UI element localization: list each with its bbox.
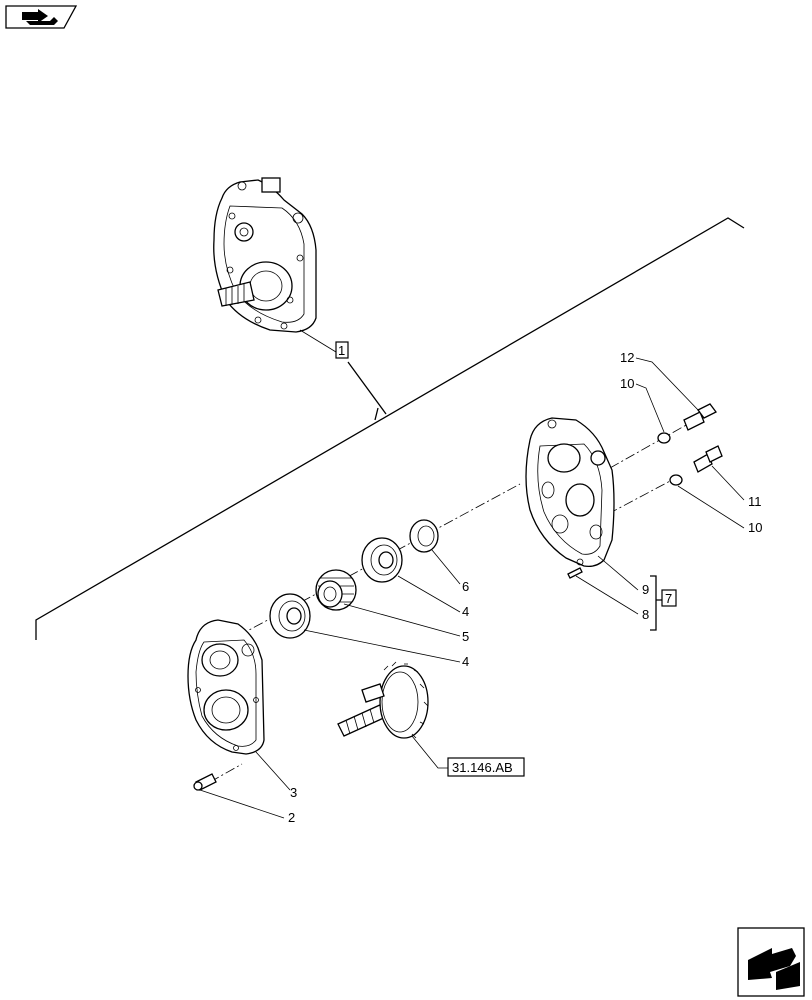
washer-upper [657,432,671,444]
pinion-gear [315,569,357,611]
callout-5: 5 [462,629,469,644]
leader-ref [411,735,448,769]
callout-8: 8 [642,607,649,622]
leader-1-bracket [347,361,387,415]
callout-1: 1 [338,343,345,358]
dowel-pin [567,567,583,579]
leader-10a [635,383,665,433]
leader-4a [397,575,461,613]
bracket-7 [650,575,662,631]
bolt-lower [693,445,723,473]
leader-8 [575,575,639,615]
nav-forward-icon[interactable] [737,927,805,997]
lower-bolt-axis [607,479,673,515]
leader-10b [677,485,745,529]
callout-9: 9 [642,582,649,597]
callout-10a: 10 [620,376,634,391]
leader-1 [299,329,337,353]
ref-box[interactable] [447,757,525,777]
screw [193,773,217,791]
center-axis [237,483,521,637]
callout-3: 3 [290,785,297,800]
leader-9 [597,555,639,591]
callout-4a: 4 [462,604,469,619]
leader-6 [431,549,461,585]
callout-10b: 10 [748,520,762,535]
ref-link[interactable]: 31.146.AB [452,760,513,775]
leader-11 [711,465,745,501]
assembly-bracket-line [35,217,745,640]
left-housing-cover [187,619,265,755]
bolt-upper [683,403,717,431]
callout-11: 11 [748,494,762,509]
assembled-gearbox [213,177,317,333]
callout-12: 12 [620,350,634,365]
leader-4b [303,629,461,663]
callout-box-7 [661,589,677,607]
callout-6: 6 [462,579,469,594]
seal-ring [409,519,439,553]
leader-5 [343,603,461,637]
bearing-upper [361,537,403,583]
leader-3 [255,751,291,791]
output-shaft-gear [337,661,429,739]
right-housing [525,417,615,568]
leader-12 [635,357,701,413]
callout-4b: 4 [462,654,469,669]
leader-2 [199,789,285,819]
nav-back-icon[interactable] [5,5,78,29]
callout-box-1 [335,341,349,359]
callout-7: 7 [665,591,672,606]
lower-screw-axis [209,763,243,783]
bearing-lower [269,593,311,639]
upper-bolt-axis [609,423,689,469]
callout-2: 2 [288,810,295,825]
washer-lower [669,474,683,486]
